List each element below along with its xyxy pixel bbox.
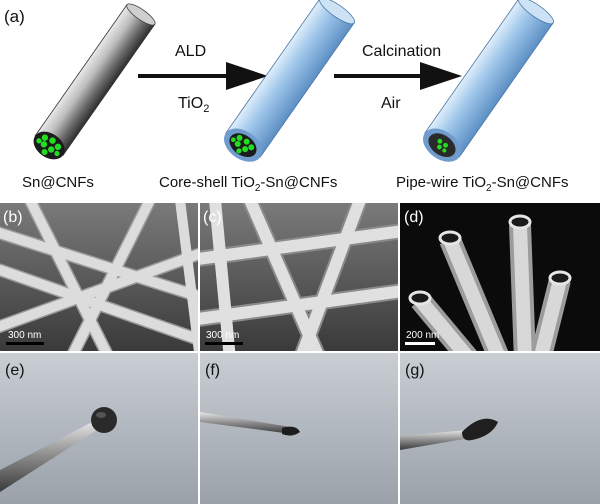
scale-label: 300 nm xyxy=(8,330,41,341)
ald-label: ALD xyxy=(175,43,206,60)
sn-nanoparticles xyxy=(36,134,62,157)
panel-d-sem: 200 nm (d) xyxy=(400,203,600,351)
calcination-label: Calcination xyxy=(362,43,441,60)
film-folded xyxy=(462,418,498,441)
sn-nanoparticles xyxy=(437,138,448,153)
air-label: Air xyxy=(381,95,401,112)
scale-label: 300 nm xyxy=(206,330,239,341)
tweezers xyxy=(400,430,470,450)
panel-c-sem: 300 nm (c) xyxy=(200,203,398,351)
tweezers xyxy=(0,420,100,492)
tio2-label: TiO2 xyxy=(178,95,209,115)
tweezers xyxy=(200,412,296,434)
panel-b-sem: 300 nm (b) xyxy=(0,203,198,351)
sn-nanoparticles xyxy=(230,134,255,154)
panel-f-label: (f) xyxy=(205,362,220,379)
caption-sn-cnfs: Sn@CNFs xyxy=(22,174,94,191)
panel-a-label: (a) xyxy=(4,7,25,26)
pipe-wire-fiber xyxy=(422,0,554,162)
scale-bar xyxy=(205,342,243,345)
ald-arrow xyxy=(138,62,268,90)
panel-d-label: (d) xyxy=(404,209,424,226)
panel-c-label: (c) xyxy=(203,209,222,226)
calcination-arrow xyxy=(334,62,462,90)
caption-pipe-wire: Pipe-wire TiO2-Sn@CNFs xyxy=(396,174,569,194)
fiber-end-face xyxy=(229,133,257,158)
panel-a: (a) ALD TiO2 xyxy=(4,0,569,194)
panel-f-photo: (f) xyxy=(200,353,398,504)
scale-label: 200 nm xyxy=(406,330,439,341)
film-disc xyxy=(91,407,117,433)
panel-e-label: (e) xyxy=(5,362,25,379)
core-shell-fiber xyxy=(223,0,355,162)
panel-e-photo: (e) xyxy=(0,353,198,504)
scale-bar xyxy=(6,342,44,345)
sn-cnf-fiber xyxy=(33,3,156,160)
caption-core-shell: Core-shell TiO2-Sn@CNFs xyxy=(159,174,337,194)
panel-b-label: (b) xyxy=(3,209,23,226)
tube-openings xyxy=(408,214,572,306)
panel-g-label: (g) xyxy=(405,362,425,379)
scale-bar xyxy=(405,342,435,345)
fiber-end-face xyxy=(428,133,456,158)
panel-g-photo: (g) xyxy=(400,353,600,504)
film-bent xyxy=(282,426,300,436)
